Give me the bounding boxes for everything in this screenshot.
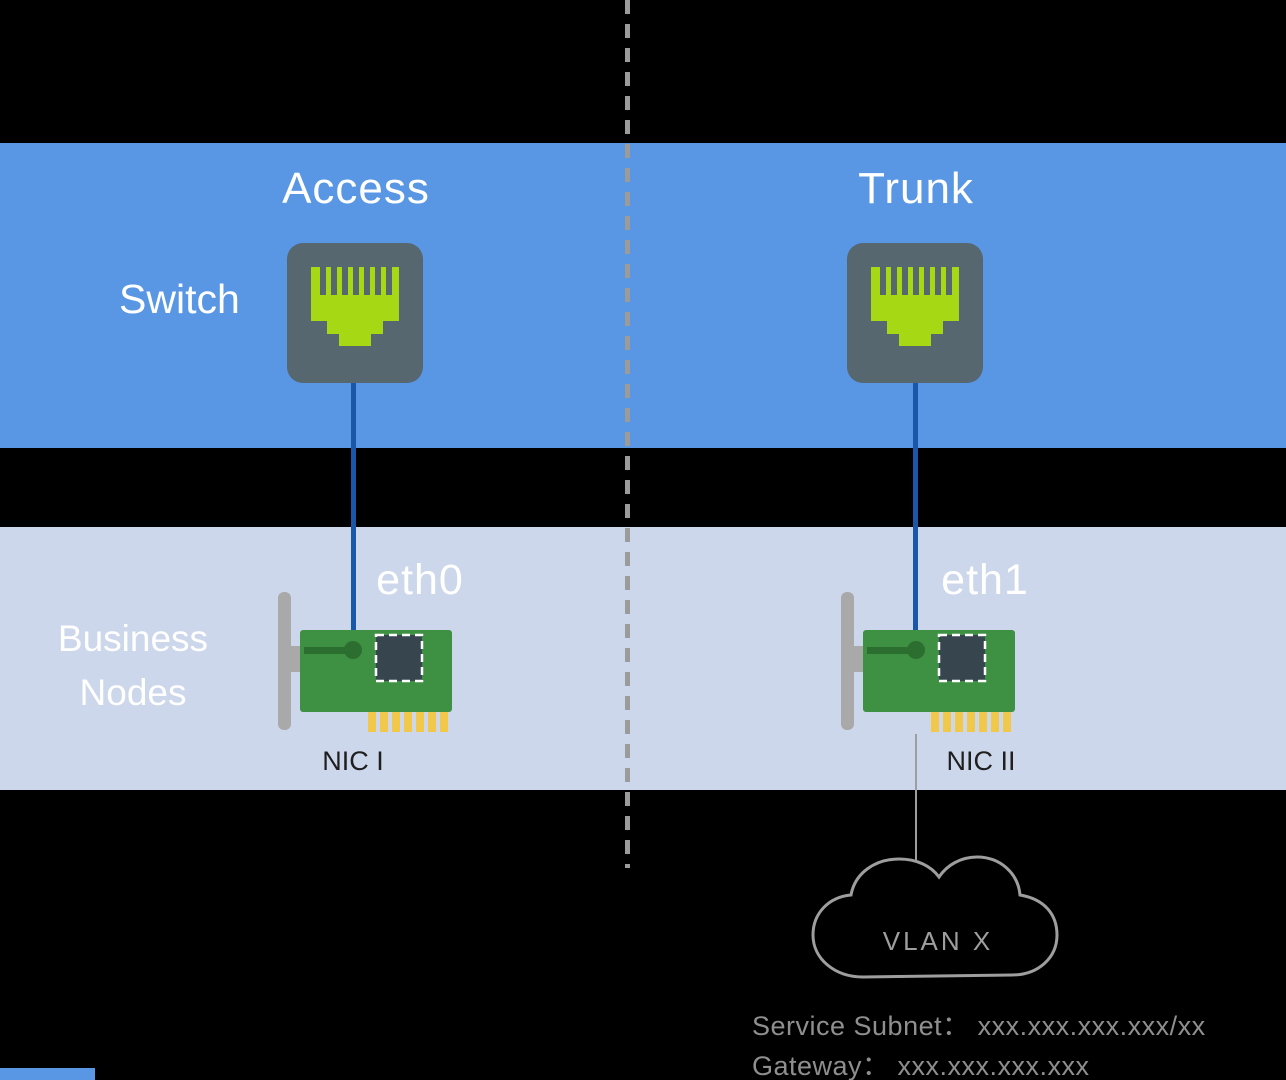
nic2-label: NIC II (946, 746, 1016, 776)
nic1-card-icon (278, 592, 452, 732)
gateway-text: Gateway： xxx.xxx.xxx.xxx (752, 1051, 1090, 1080)
vlan-cloud-icon (811, 855, 1059, 979)
bottom-left-strip (0, 1068, 95, 1080)
business-nodes-label: Business Nodes (58, 612, 208, 720)
ethernet-port-access-icon (287, 243, 423, 383)
eth0-label: eth0 (376, 556, 464, 604)
switch-row-label: Switch (119, 276, 240, 322)
business-nodes-band (0, 527, 1286, 790)
access-trunk-divider-line (625, 0, 630, 868)
business-nodes-label-line2: Nodes (79, 672, 187, 713)
nic1-label: NIC I (322, 746, 384, 776)
port-mode-trunk-label: Trunk (858, 164, 974, 213)
nic2-card-icon (841, 592, 1015, 732)
link-trunk-to-eth1 (913, 381, 918, 650)
eth1-label: eth1 (941, 556, 1029, 604)
ethernet-port-trunk-icon (847, 243, 983, 383)
switch-row-band (0, 143, 1286, 448)
service-subnet-text: Service Subnet： xxx.xxx.xxx.xxx/xx (752, 1011, 1206, 1041)
port-mode-access-label: Access (282, 164, 430, 213)
link-eth1-to-vlan-cloud (915, 734, 917, 860)
vlan-label: VLAN X (882, 926, 994, 956)
business-nodes-label-line1: Business (57, 618, 209, 659)
link-access-to-eth0 (351, 381, 356, 650)
